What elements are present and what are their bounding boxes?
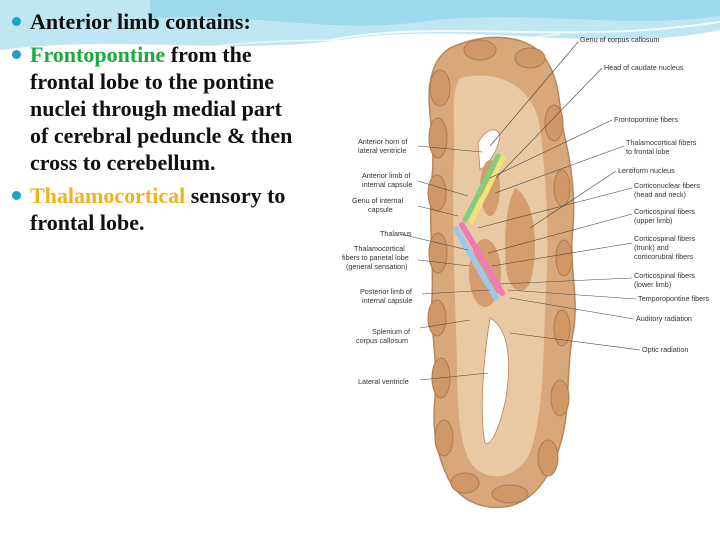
anterior-limb-fibers <box>462 153 506 225</box>
label-genu-corpus-callosum: Genu of corpus callosum <box>580 35 660 44</box>
label-temporopontine: Temporopontine fibers <box>638 294 710 303</box>
label-thalamocortical-frontal: Thalamocortical fibers to frontal lobe <box>626 138 698 156</box>
label-head-caudate: Head of caudate nucleus <box>604 63 684 72</box>
brain-section-svg: Anterior horn of lateral ventricle Anter… <box>342 35 710 509</box>
left-leaders <box>399 145 491 381</box>
lentiform-nucleus <box>505 188 535 291</box>
bullet-dot-icon <box>12 17 21 26</box>
label-lentiform: Lentiform nucleus <box>618 166 675 175</box>
label-thalamus: Thalamus <box>380 229 412 238</box>
right-leaders <box>477 41 641 351</box>
label-genu-internal-capsule: Genu of internal capsule <box>352 196 405 214</box>
bullet-dot-icon <box>12 50 21 59</box>
gyri <box>427 39 573 504</box>
bullet-frontopontine: Frontopontine from the frontal lobe to t… <box>12 41 302 176</box>
bullet-text: from the frontal lobe to the pontine nuc… <box>30 42 293 175</box>
label-auditory-radiation: Auditory radiation <box>636 314 692 323</box>
label-splenium: Splenium of corpus callosum <box>356 327 412 345</box>
label-corticospinal-lower: Corticospinal fibers (lower limb) <box>634 271 697 289</box>
internal-capsule-diagram: Anterior horn of lateral ventricle Anter… <box>340 28 720 512</box>
bullet-dot-icon <box>12 191 21 200</box>
label-thalamocortical-parietal: Thalamocortical fibers to parietal lobe … <box>342 244 411 271</box>
frontopontine-term: Frontopontine <box>30 42 166 67</box>
lateral-ventricle-shape <box>481 317 509 445</box>
bullet-thalamocortical: Thalamocortical sensory to frontal lobe. <box>12 182 302 236</box>
label-posterior-limb: Posterior limb of internal capsule <box>360 287 414 305</box>
label-lateral-ventricle: Lateral ventricle <box>358 377 409 386</box>
bullet-list: Anterior limb contains: Frontopontine fr… <box>12 8 302 242</box>
label-corticospinal-upper: Corticospinal fibers (upper limb) <box>634 207 697 225</box>
label-anterior-limb: Anterior limb of internal capsule <box>362 171 412 189</box>
label-corticospinal-trunk: Corticospinal fibers (trunk) and cortico… <box>634 234 697 261</box>
bullet-text: Anterior limb contains: <box>30 9 251 34</box>
label-frontopontine-fibers: Frontopontine fibers <box>614 115 678 124</box>
thalamocortical-term: Thalamocortical <box>30 183 186 208</box>
label-optic-radiation: Optic radiation <box>642 345 688 354</box>
posterior-limb-fibers <box>453 222 505 301</box>
bullet-text: sensory to frontal lobe. <box>30 183 286 235</box>
label-corticonuclear: Corticonuclear fibers (head and neck) <box>634 181 702 199</box>
header-wave-decoration <box>0 0 720 50</box>
bullet-anterior-limb: Anterior limb contains: <box>12 8 302 35</box>
label-anterior-horn: Anterior horn of lateral ventricle <box>358 137 410 155</box>
